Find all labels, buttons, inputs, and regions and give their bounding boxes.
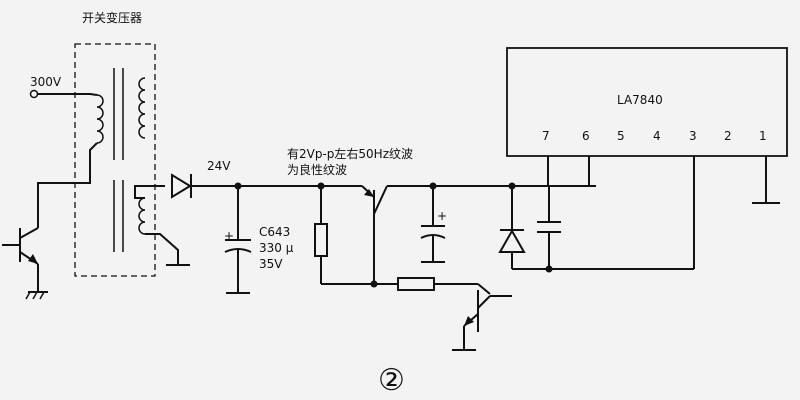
capacitor-c643: + (224, 186, 252, 294)
figure-number: ② (378, 363, 405, 398)
bias-resistor (314, 186, 328, 284)
input-terminal (29, 89, 39, 99)
ic-pin-7: 7 (542, 129, 550, 143)
output-capacitor: + (420, 186, 447, 263)
capacitor-capacitance: 330 μ (259, 241, 294, 255)
ripple-note-line1: 有2Vp-p左右50Hz纹波 (287, 146, 413, 161)
primary-to-transistor-wire (37, 142, 98, 228)
ic-la7840 (506, 47, 788, 157)
switch-transistor (2, 227, 48, 300)
capacitor-voltage: 35V (259, 257, 283, 271)
input-wire (38, 93, 98, 96)
regulator-transistor (361, 185, 388, 284)
secondary-top-lead (134, 185, 165, 199)
capacitor-name: C643 (259, 225, 290, 239)
zener-diode (498, 186, 526, 269)
primary-winding (96, 94, 104, 144)
rectifier-voltage-label: 24V (207, 159, 231, 173)
secondary-winding-bottom (138, 197, 146, 235)
feedback-resistor (374, 277, 478, 291)
transformer-box (74, 43, 156, 277)
ic-name: LA7840 (617, 93, 663, 107)
ic-pin-5: 5 (617, 129, 625, 143)
rectifier-diode (171, 173, 192, 199)
secondary-ground-lead (145, 233, 179, 265)
pin6-wire (588, 156, 596, 187)
secondary-winding-top (138, 77, 146, 139)
ic-pin-3: 3 (689, 129, 697, 143)
ic-pin-6: 6 (582, 129, 590, 143)
junction-dot (545, 265, 553, 273)
transformer-label: 开关变压器 (82, 10, 142, 25)
control-transistor (452, 283, 512, 351)
ic-pin-1: 1 (759, 129, 767, 143)
svg-text:+: + (224, 229, 234, 243)
input-voltage-label: 300V (30, 75, 62, 89)
ripple-note-line2: 为良性纹波 (287, 162, 347, 177)
ic-pin-2: 2 (724, 129, 732, 143)
ic-pin-4: 4 (653, 129, 661, 143)
svg-text:+: + (437, 209, 447, 223)
decoupling-capacitor (537, 186, 561, 269)
